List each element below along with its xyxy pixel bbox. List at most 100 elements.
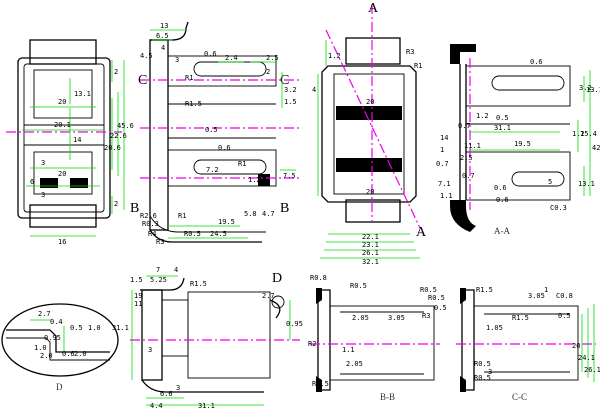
dim-text: 4 — [161, 44, 165, 52]
dim-text: 3 — [262, 176, 266, 184]
section-cc-view: C-C R1.5 3.05 1 C0.8 R1.5 1.05 0.5 20 24… — [456, 286, 600, 402]
section-bb-view: B-B R0.8 R0.5 R0.5 R0.5 2.05 3.05 R2 1.1… — [308, 274, 447, 402]
dim-text: 6 — [73, 178, 77, 186]
dim-text: 4.4 — [150, 402, 163, 410]
side-upper-slot — [193, 61, 267, 77]
dim-text: 0.5 — [205, 126, 218, 134]
bb-flange — [317, 289, 331, 391]
section-b-left-label: B — [130, 201, 139, 216]
dim-text: 0.6 — [218, 144, 231, 152]
dim-text: 1.1 — [342, 346, 355, 354]
dim-text: 13 — [160, 22, 168, 30]
dim-text: 0.95 — [286, 320, 303, 328]
side-bottom-curve — [149, 229, 262, 243]
dim-text: R1 — [178, 212, 186, 220]
lower-bottom-curve — [141, 379, 264, 393]
dim-text: 0.6 — [530, 58, 543, 66]
detail-d-profile-inner — [6, 337, 110, 361]
dim-text: 1.2 — [572, 130, 585, 138]
front-upper-window — [33, 69, 93, 119]
section-bb-caption: B-B — [380, 392, 395, 402]
dim-text: 1.0 — [88, 324, 101, 332]
dim-text: 32.1 — [362, 258, 379, 266]
section-b-right-label: B — [280, 201, 289, 216]
aa-lower-slot — [511, 171, 565, 187]
detail-d-view: 2.7 0.4 1.0 0.95 0.5 2.0 0.6 2.0 1.0 D — [1, 303, 119, 392]
section-a-top-label: A — [368, 1, 379, 16]
dim-text: 0.5 — [434, 304, 447, 312]
lower-top-hook — [140, 277, 185, 291]
side-hatch-block — [258, 174, 270, 186]
detail-d-caption: D — [56, 382, 63, 392]
dim-text: 1 — [544, 286, 548, 294]
side-lower-body — [167, 149, 277, 187]
dim-text: 3 — [41, 191, 45, 199]
dim-text: R1.5 — [185, 100, 202, 108]
dim-text: R1 — [238, 160, 246, 168]
dim-text: 26.1 — [584, 366, 600, 374]
dim-text: 11.1 — [464, 142, 481, 150]
dim-text: 20 — [58, 170, 66, 178]
dim-text: 2.5 — [460, 154, 473, 162]
dim-text: C0.3 — [550, 204, 567, 212]
dim-text: R2.6 — [140, 212, 157, 220]
dim-text: 20.1 — [54, 121, 71, 129]
dim-text: 2.5 — [266, 54, 279, 62]
dim-text: 3 — [41, 159, 45, 167]
dim-text: 2 — [114, 68, 118, 76]
section-a-bottom-label: A — [416, 225, 427, 240]
dim-text: 19.5 — [218, 218, 235, 226]
dim-text: R1.5 — [190, 280, 207, 288]
lower-neck — [161, 299, 189, 357]
dim-text: 0.5 — [70, 324, 83, 332]
side-bottom-curve-inner — [149, 215, 266, 233]
dim-text: 4 — [174, 266, 178, 274]
dim-text: 2.7 — [262, 292, 275, 300]
dim-text: 15.4 — [580, 130, 597, 138]
dim-text: 1.1 — [440, 192, 453, 200]
cc-body — [473, 305, 579, 381]
front-body-inner — [23, 63, 105, 213]
dim-text: 6.5 — [156, 32, 169, 40]
lower-detail-d-loop — [269, 299, 281, 319]
dim-text: 1.2 — [476, 112, 489, 120]
dim-text: 22.6 — [110, 132, 127, 140]
dim-text: 3 — [175, 56, 179, 64]
dim-text: 3 — [148, 346, 152, 354]
dim-text: 11 — [134, 300, 142, 308]
dim-text: 23.1 — [362, 241, 379, 249]
dim-text: R3 — [406, 48, 414, 56]
aa-top-hatch — [450, 44, 476, 64]
section-c-left-label: C — [138, 73, 147, 88]
dim-text: 3.2 — [284, 86, 297, 94]
dim-text: 2.05 — [352, 314, 369, 322]
dim-text: 19.5 — [514, 140, 531, 148]
side-upper-body — [167, 55, 277, 87]
dim-text: 8 — [52, 178, 56, 186]
plan-section-line — [325, 29, 421, 229]
aa-upper-body — [465, 65, 571, 107]
dim-text: 3 — [488, 368, 492, 376]
dim-text: 4.7 — [262, 210, 275, 218]
section-c-right-label: C — [280, 73, 289, 88]
dim-text: 0.4 — [50, 318, 63, 326]
dim-text: R0.3 — [142, 220, 159, 228]
cc-flange — [461, 289, 475, 391]
dim-text: R4 — [148, 230, 156, 238]
dim-text: R0.5 — [350, 282, 367, 290]
dim-text: R1 — [414, 62, 422, 70]
dim-text: 0.5 — [558, 312, 571, 320]
lower-detail-d-circle — [271, 295, 285, 309]
front-lower-window — [33, 151, 93, 195]
bb-body — [329, 305, 435, 381]
dim-text: R3 — [422, 312, 430, 320]
dim-text: 7.1 — [438, 180, 451, 188]
plan-view: A A 1.2 R3 R1 4 20 20 22.1 23.1 26.1 32.… — [312, 1, 427, 266]
dim-text: 5 — [548, 178, 552, 186]
dim-text: 2.7 — [38, 310, 51, 318]
dim-text: 22.1 — [362, 233, 379, 241]
dim-text: 2 — [114, 200, 118, 208]
dim-text: 0.5 — [496, 114, 509, 122]
plan-bottom-tab — [345, 199, 401, 223]
lower-body — [187, 291, 271, 379]
